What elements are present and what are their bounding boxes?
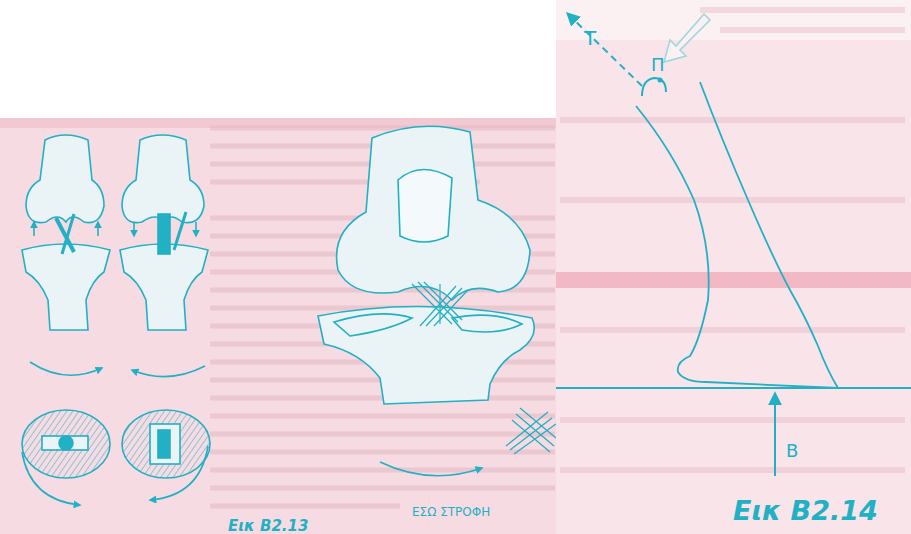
force-label: Β — [786, 442, 798, 460]
ligament-section — [59, 436, 73, 450]
meniscus — [452, 315, 522, 332]
foot-back-line — [700, 82, 838, 388]
ligament-detail — [506, 408, 556, 454]
figure-caption: Εικ Β2.14 — [733, 497, 878, 524]
ligament-section — [150, 424, 180, 464]
motion-arrow — [133, 222, 135, 236]
knee-joint — [318, 126, 534, 404]
force-arrow — [774, 394, 776, 476]
right-panel — [556, 0, 911, 534]
ligament — [174, 212, 186, 250]
rotation-arrows — [22, 362, 208, 505]
panel-band — [556, 0, 911, 40]
moment-arc — [642, 78, 666, 96]
cruciate-ligaments — [412, 282, 468, 326]
panel-background — [556, 0, 911, 534]
pivot-point — [658, 78, 663, 83]
plateau-discs — [22, 410, 210, 478]
foot-front-line — [636, 106, 838, 388]
figure-caption: Εικ Β2.13 — [228, 519, 308, 534]
femur-shape — [26, 135, 104, 223]
motion-arrow — [195, 222, 197, 236]
knee-sketch — [22, 135, 110, 330]
rotation-arrow — [30, 362, 102, 375]
femur-shape — [337, 126, 530, 300]
faded-text-lines — [560, 10, 905, 470]
tibia-shape — [22, 244, 110, 330]
moment-label: Π — [651, 56, 665, 74]
ligament — [158, 214, 170, 254]
tibia-shape — [120, 244, 208, 330]
rotation-arrow — [132, 366, 205, 377]
femur-shape — [122, 135, 204, 223]
meniscus — [334, 314, 412, 336]
tension-arrow — [568, 14, 642, 86]
knee-sketch — [120, 135, 208, 330]
panel-band — [556, 272, 911, 288]
patella-shape — [398, 169, 452, 242]
motion-label: ΕΣΩ ΣΤΡΟΦΗ — [412, 506, 490, 518]
ligament — [62, 214, 74, 254]
panel-band — [0, 118, 560, 128]
left-panel — [0, 118, 560, 534]
ground-line — [556, 387, 911, 389]
plateau-disc — [122, 410, 210, 478]
ligament-section — [42, 436, 88, 450]
force-label: Τ — [584, 28, 596, 48]
rotation-arrow — [380, 462, 482, 476]
ligament-section — [158, 430, 170, 458]
foot-outline — [636, 82, 838, 388]
motion-arrow — [33, 222, 35, 236]
panel-background — [0, 118, 560, 534]
tibia-shape — [318, 306, 534, 404]
motion-arrow — [97, 222, 99, 236]
hollow-arrow — [664, 14, 710, 62]
plateau-disc — [22, 410, 110, 478]
